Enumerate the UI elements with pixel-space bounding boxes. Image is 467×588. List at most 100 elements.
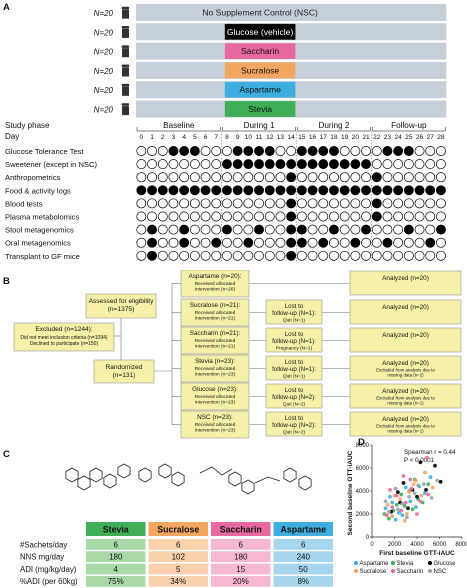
- day-number: 17: [320, 134, 328, 141]
- schedule-dot: [179, 172, 190, 183]
- scatter-point: [401, 481, 406, 485]
- person-body: [122, 86, 125, 96]
- randomized-box: [93, 359, 155, 384]
- day-number: 18: [330, 134, 338, 141]
- person-body: [125, 86, 128, 96]
- molecule-structures: [65, 463, 312, 495]
- schedule-dot: [318, 198, 329, 209]
- people-icon: [121, 103, 130, 116]
- sweetener-dose-table: Stevia6180475%Sucralose6102534%Saccharin…: [20, 463, 333, 587]
- panel-label-c: C: [3, 449, 10, 460]
- day-number: 4: [182, 134, 186, 141]
- arm-received: intervention (n=20): [195, 287, 236, 293]
- table-cell: [86, 563, 146, 575]
- schedule-dot: [296, 185, 307, 196]
- person-body: [126, 9, 129, 19]
- schedule-dot: [318, 224, 329, 235]
- schedule-dot: [414, 198, 425, 209]
- scatter-point: [388, 494, 392, 499]
- scatter-point: [419, 493, 424, 498]
- schedule-dot: [189, 185, 200, 196]
- schedule-dot: [371, 237, 382, 248]
- legend-swatch: [353, 568, 359, 574]
- schedule-dot: [382, 159, 393, 170]
- schedule-dot: [329, 250, 339, 261]
- arm-title: Stevia (n=23):: [195, 358, 235, 365]
- schedule-dot: [371, 224, 382, 235]
- schedule-dot: [403, 237, 414, 248]
- schedule-dot: [339, 172, 350, 183]
- measurement-label: Food & activity logs: [5, 186, 71, 195]
- day-number: 10: [245, 134, 253, 141]
- schedule-dot: [157, 185, 168, 196]
- schedule-dot: [136, 224, 147, 235]
- scatter-point: [412, 491, 417, 496]
- schedule-dot: [275, 250, 286, 261]
- schedule-dot: [393, 250, 404, 261]
- schedule-dot: [403, 172, 414, 183]
- schedule-dot: [403, 159, 414, 170]
- arm-title: Aspartame (n=20):: [188, 273, 241, 280]
- schedule-dot: [414, 146, 425, 156]
- group-n: N=20: [94, 67, 114, 76]
- scatter-point: [398, 497, 403, 501]
- correlation-annotation: Spearman r = 0.44: [404, 449, 456, 456]
- measurement-label: Transplant to GF mice: [5, 252, 80, 261]
- excluded-details: Declined to participate (n=150): [30, 341, 99, 347]
- consort-flow-diagram: Assessed for eligibility(n=1375)Excluded…: [13, 270, 462, 439]
- schedule-dot: [168, 185, 179, 196]
- scatter-point: [415, 494, 419, 499]
- group-label-box: [224, 4, 296, 21]
- randomized-text: Randomized: [105, 364, 142, 371]
- schedule-dot: [329, 185, 339, 196]
- schedule-dot: [371, 250, 382, 261]
- schedule-dot: [189, 159, 200, 170]
- schedule-dot: [361, 211, 371, 222]
- schedule-dot: [264, 159, 275, 170]
- table-cell: [273, 575, 333, 587]
- day-number: 14: [287, 134, 295, 141]
- legend-label: NSC: [434, 569, 447, 575]
- group-n: N=20: [94, 9, 114, 18]
- people-icon: [121, 25, 130, 38]
- schedule-dot: [254, 237, 264, 248]
- schedule-dot: [329, 224, 339, 235]
- schedule-dot: [211, 224, 222, 235]
- lost-followup-text: follow-up (N=1):: [272, 338, 316, 345]
- schedule-dot: [168, 250, 179, 261]
- scatter-point: [394, 502, 399, 507]
- panel-label-d: D: [358, 437, 365, 448]
- group-label-box: [224, 23, 296, 40]
- group-n: N=20: [94, 106, 114, 115]
- schedule-dot: [136, 237, 147, 248]
- schedule-dot: [425, 159, 436, 170]
- schedule-dot: [339, 237, 350, 248]
- arm-received: intervention (n=23): [195, 372, 236, 378]
- group-label-box: [224, 101, 296, 117]
- legend-label: Saccharin: [397, 569, 424, 575]
- schedule-dot: [286, 250, 297, 261]
- arm-received: Received allocated: [195, 422, 236, 428]
- schedule-dot: [211, 172, 222, 183]
- x-tick-label: 6000: [433, 542, 447, 548]
- schedule-dot: [179, 185, 190, 196]
- schedule-dot: [350, 146, 361, 156]
- day-number: 7: [214, 134, 218, 141]
- schedule-dot: [436, 146, 446, 156]
- schedule-dot: [200, 224, 211, 235]
- lost-followup-text: follow-up (N=2):: [272, 422, 316, 429]
- y-axis-label: Second baseline GTT-iAUC: [347, 450, 354, 535]
- scatter-point: [408, 499, 413, 504]
- lost-followup-box: [265, 299, 323, 325]
- legend-swatch: [427, 568, 433, 574]
- arm-received: Received allocated: [195, 338, 236, 344]
- person-body: [126, 48, 129, 58]
- scatter-point: [400, 501, 405, 506]
- schedule-dot: [382, 146, 393, 156]
- schedule-dot: [168, 172, 179, 183]
- x-tick-label: 8000: [455, 542, 467, 548]
- schedule-dot: [339, 198, 350, 209]
- ring-bond: [171, 471, 185, 487]
- table-cell-value: 75%: [108, 577, 124, 586]
- schedule-dot: [403, 185, 414, 196]
